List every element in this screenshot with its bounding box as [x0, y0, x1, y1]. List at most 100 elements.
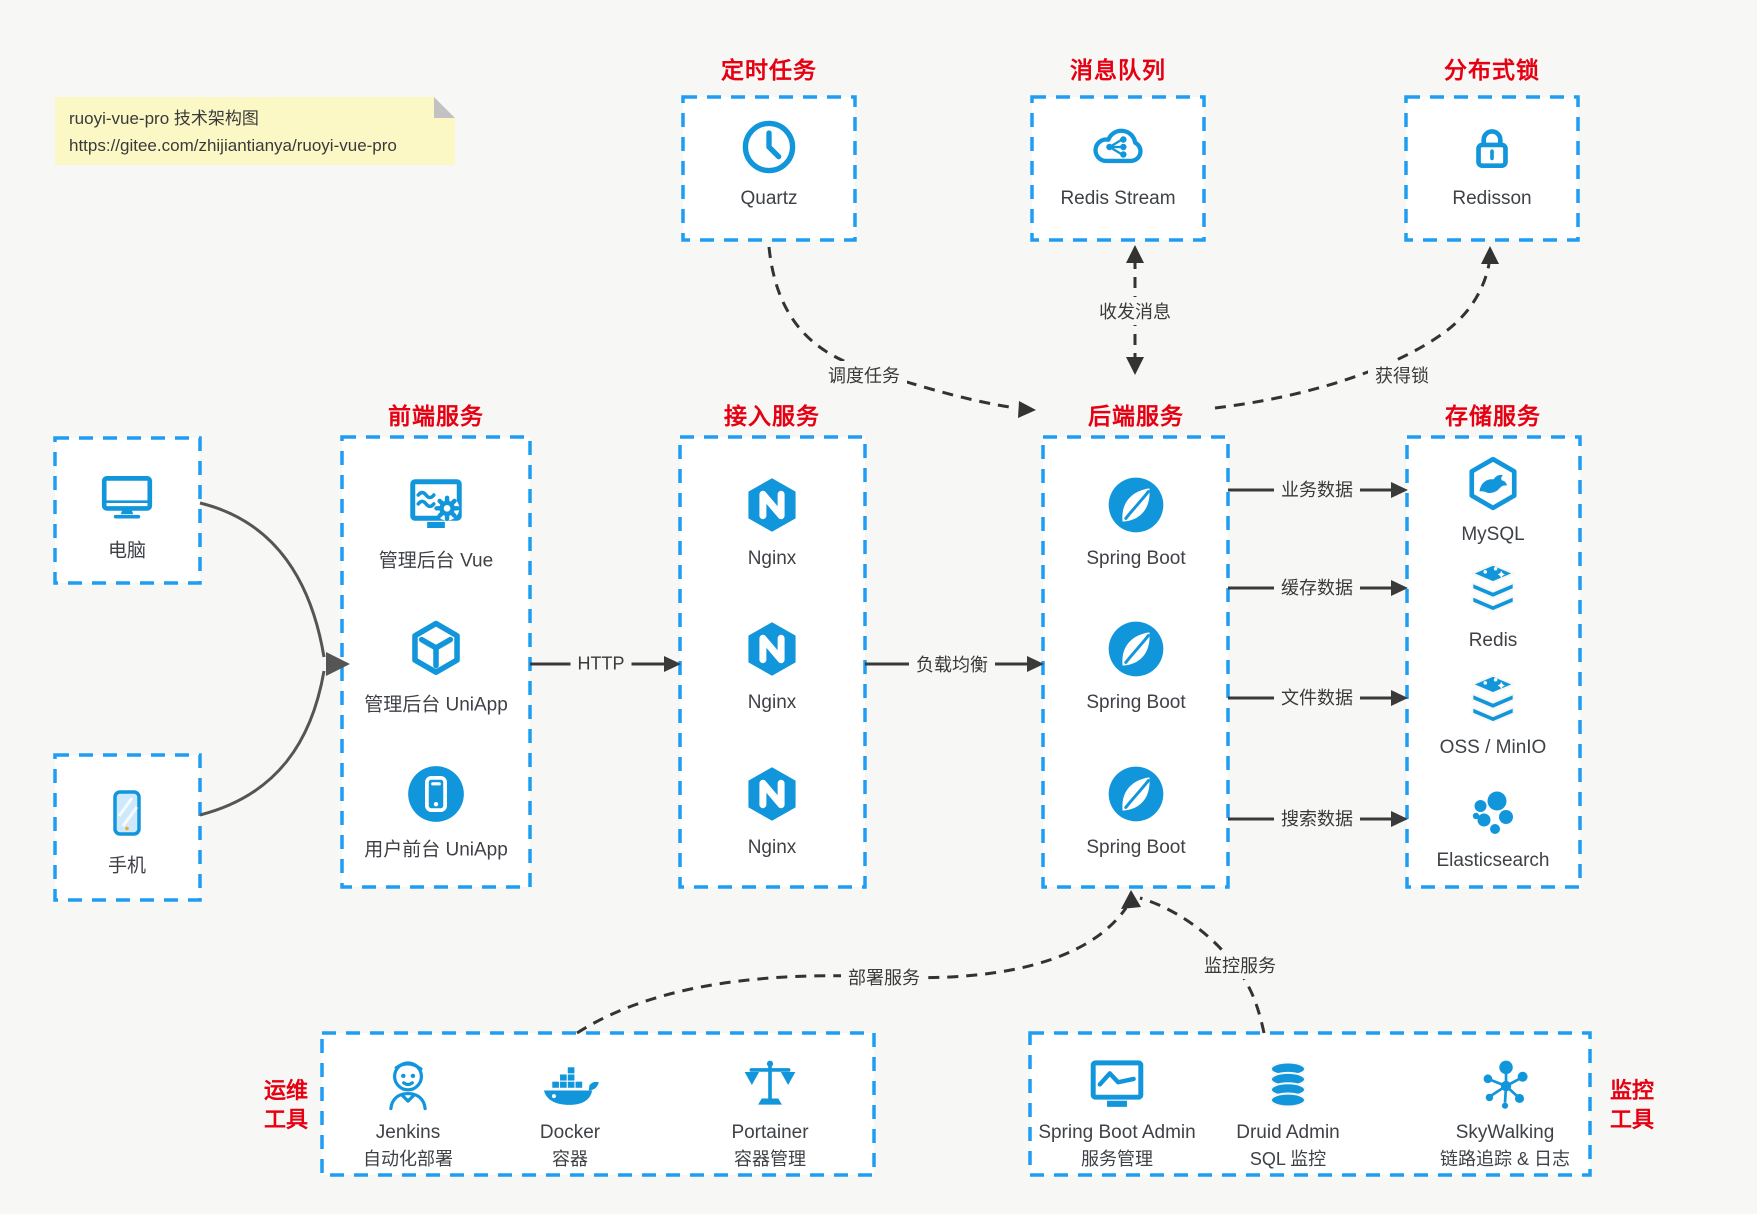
- search-data-arrowhead: [1391, 811, 1408, 827]
- lock-icon: [1476, 129, 1508, 168]
- load-balance-arrowhead: [1027, 656, 1044, 672]
- spring-boot-icon: [1108, 766, 1164, 822]
- docker-icon: [543, 1067, 599, 1105]
- clients-arrowhead: [326, 652, 350, 676]
- mysql-node: [1464, 454, 1522, 512]
- note-line-2: https://gitee.com/zhijiantianya/ruoyi-vu…: [69, 136, 397, 155]
- schedule-task-label: 调度任务: [821, 361, 907, 389]
- note-line-1: ruoyi-vue-pro 技术架构图: [69, 109, 259, 128]
- gateway-title: 接入服务: [724, 403, 820, 429]
- jenkins-desc: 自动化部署: [363, 1149, 453, 1169]
- nginx-icon: [748, 622, 796, 676]
- clock-icon: [742, 120, 796, 174]
- skywalking-desc: 链路追踪 & 日志: [1439, 1149, 1571, 1169]
- schedule-task-arrowhead: [1018, 401, 1036, 418]
- mysql-icon: [1469, 456, 1517, 511]
- nginx-icon: [748, 767, 796, 821]
- cube-icon: [412, 620, 460, 676]
- deploy-monitor-arrowhead: [1121, 890, 1141, 909]
- druid-name: Druid Admin: [1236, 1122, 1340, 1143]
- pc-to-frontend-curve: [199, 501, 326, 658]
- backend-title: 后端服务: [1088, 403, 1184, 429]
- message-queue-title: 消息队列: [1070, 57, 1166, 83]
- mobile-node: [99, 785, 155, 841]
- message-queue-box: [1030, 95, 1206, 242]
- http-label: HTTP: [570, 652, 632, 676]
- spring-boot-icon: [1108, 621, 1164, 677]
- springboot-node-1: [1106, 475, 1166, 535]
- file-data-arrowhead: [1391, 690, 1408, 706]
- oss-minio-node: [1464, 672, 1522, 730]
- phone-icon: [113, 790, 141, 836]
- note-fold-corner: [434, 97, 455, 118]
- file-data-label: 文件数据: [1274, 683, 1360, 711]
- storage-title: 存储服务: [1445, 403, 1541, 429]
- pc-label: 电脑: [107, 540, 147, 562]
- pc-node: [98, 468, 156, 526]
- mysql-label: MySQL: [1461, 524, 1525, 545]
- portainer-name: Portainer: [731, 1122, 809, 1143]
- storage-box: [1405, 435, 1582, 889]
- oss-minio-label: OSS / MinIO: [1439, 737, 1547, 758]
- database-icon: [1269, 1061, 1307, 1108]
- monitor-tools-side-label: 监控 工具: [1609, 1078, 1655, 1132]
- nginx-label-1: Nginx: [747, 548, 797, 569]
- admin-uniapp-node: [405, 618, 467, 680]
- nginx-node-3: [742, 764, 802, 824]
- elasticsearch-label: Elasticsearch: [1436, 850, 1550, 871]
- admin-vue-node: [405, 474, 467, 536]
- send-receive-arrowhead-up: [1126, 245, 1144, 263]
- user-uniapp-label: 用户前台 UniApp: [364, 839, 508, 861]
- elasticsearch-icon: [1472, 791, 1513, 834]
- scale-icon: [744, 1060, 796, 1105]
- springboot-label-3: Spring Boot: [1086, 837, 1186, 858]
- quartz-label: Quartz: [740, 188, 798, 209]
- http-arrowhead: [664, 656, 681, 672]
- redis-stream-label: Redis Stream: [1060, 188, 1176, 209]
- nginx-node-2: [742, 619, 802, 679]
- docker-name: Docker: [539, 1122, 601, 1143]
- send-receive-label: 收发消息: [1092, 297, 1178, 325]
- mobile-label: 手机: [107, 855, 147, 877]
- elasticsearch-node: [1465, 785, 1521, 841]
- redis-node: [1464, 561, 1522, 619]
- admin-vue-label: 管理后台 Vue: [378, 550, 494, 572]
- spring-boot-icon: [1108, 477, 1164, 533]
- quartz-node: [739, 117, 799, 177]
- jenkins-name: Jenkins: [375, 1122, 441, 1143]
- sba-node: [1086, 1054, 1148, 1116]
- network-graph-icon: [1483, 1060, 1528, 1109]
- redis-stack-icon: [1471, 563, 1515, 613]
- frontend-title: 前端服务: [388, 403, 484, 429]
- jenkins-icon: [389, 1061, 427, 1111]
- docker-node: [539, 1054, 601, 1116]
- distributed-lock-box: [1404, 95, 1580, 242]
- springboot-node-3: [1106, 764, 1166, 824]
- redisson-node: [1463, 118, 1521, 176]
- acquire-lock-label: 获得锁: [1368, 361, 1436, 389]
- jenkins-node: [378, 1055, 438, 1115]
- portainer-desc: 容器管理: [734, 1149, 806, 1169]
- portainer-node: [741, 1056, 799, 1114]
- ops-tools-side-label: 运维 工具: [263, 1078, 309, 1132]
- redisson-label: Redisson: [1452, 188, 1532, 209]
- springboot-node-2: [1106, 619, 1166, 679]
- sba-desc: 服务管理: [1081, 1149, 1153, 1169]
- search-data-label: 搜索数据: [1274, 804, 1360, 832]
- cache-data-label: 缓存数据: [1274, 573, 1360, 601]
- load-balance-label: 负载均衡: [909, 650, 995, 678]
- springboot-label-2: Spring Boot: [1086, 692, 1186, 713]
- springboot-label-1: Spring Boot: [1086, 548, 1186, 569]
- sticky-note: ruoyi-vue-pro 技术架构图 https://gitee.com/zh…: [55, 97, 455, 165]
- admin-monitor-icon: [1090, 1060, 1144, 1107]
- monitor-service-label: 监控服务: [1197, 951, 1283, 979]
- docker-desc: 容器: [552, 1149, 588, 1169]
- druid-desc: SQL 监控: [1249, 1149, 1327, 1169]
- cloud-stream-icon: [1093, 128, 1143, 164]
- business-data-label: 业务数据: [1274, 475, 1360, 503]
- druid-node: [1259, 1056, 1317, 1114]
- send-receive-arrowhead-down: [1126, 357, 1144, 375]
- admin-uniapp-label: 管理后台 UniApp: [364, 694, 508, 716]
